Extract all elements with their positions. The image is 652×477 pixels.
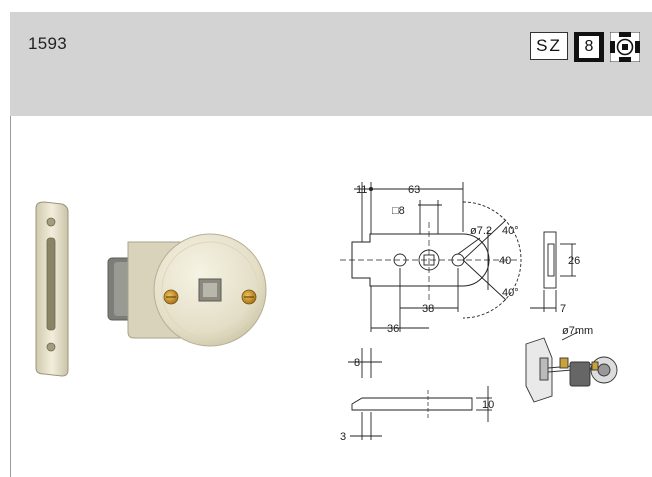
sz-badge: SZ bbox=[530, 32, 568, 60]
product-code: 1593 bbox=[28, 34, 68, 53]
dim-dia-7mm: ø7mm bbox=[562, 325, 593, 337]
size-badge-number: 8 bbox=[579, 36, 599, 58]
product-photo bbox=[35, 201, 267, 377]
frame-line bbox=[10, 116, 11, 477]
header-bar: 1593 SZ 8 bbox=[10, 12, 652, 116]
dim-10: 10 bbox=[482, 399, 494, 411]
dim-11: 11 bbox=[356, 184, 367, 196]
dim-7: 7 bbox=[560, 303, 566, 315]
dim-dia-7-2: ø7.2 bbox=[470, 225, 492, 237]
angle-40-bottom: 40° bbox=[502, 287, 519, 299]
dim-26: 26 bbox=[568, 255, 580, 267]
badge-group: SZ 8 bbox=[530, 32, 640, 62]
square-knob-icon bbox=[610, 32, 640, 62]
dim-38: 38 bbox=[422, 303, 434, 315]
angle-40-top: 40° bbox=[502, 225, 519, 237]
dim-square-8: □8 bbox=[392, 205, 405, 217]
technical-drawing: 11 63 □8 ø7.2 40° 40 40° 26 7 38 36 8 bbox=[340, 182, 618, 443]
dim-8: 8 bbox=[354, 357, 360, 369]
dim-36: 36 bbox=[387, 323, 399, 335]
size-badge: 8 bbox=[574, 32, 604, 62]
dim-63: 63 bbox=[408, 184, 420, 196]
exploded-view-sketch bbox=[525, 337, 618, 403]
dim-3: 3 bbox=[340, 431, 346, 443]
dim-40: 40 bbox=[499, 255, 511, 267]
